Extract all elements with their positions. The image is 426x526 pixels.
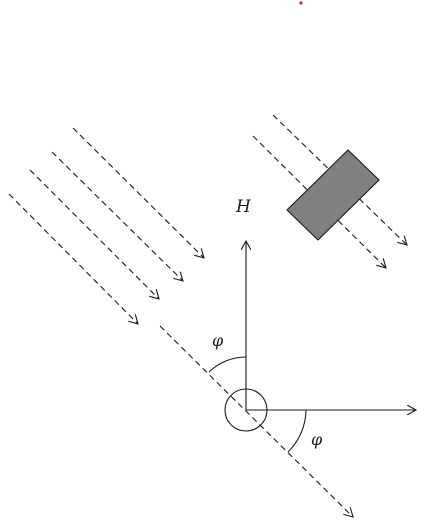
axis-label-h: H: [235, 197, 252, 217]
origin-circle: [224, 388, 268, 432]
ray-through-origin: [159, 325, 353, 517]
lower-angle-arc: [287, 409, 307, 453]
angle-label-lower: φ: [311, 430, 323, 449]
angle-label-upper: φ: [212, 331, 224, 350]
left-ray-group: [8, 127, 204, 324]
panel-block: [286, 149, 380, 241]
ray-left-3: [29, 169, 159, 299]
upper-angle-arc: [208, 356, 247, 373]
ray-left-2: [51, 151, 183, 281]
ray-left-1: [72, 127, 204, 258]
ray-left-4: [8, 193, 138, 324]
marker-dot: [299, 1, 303, 5]
